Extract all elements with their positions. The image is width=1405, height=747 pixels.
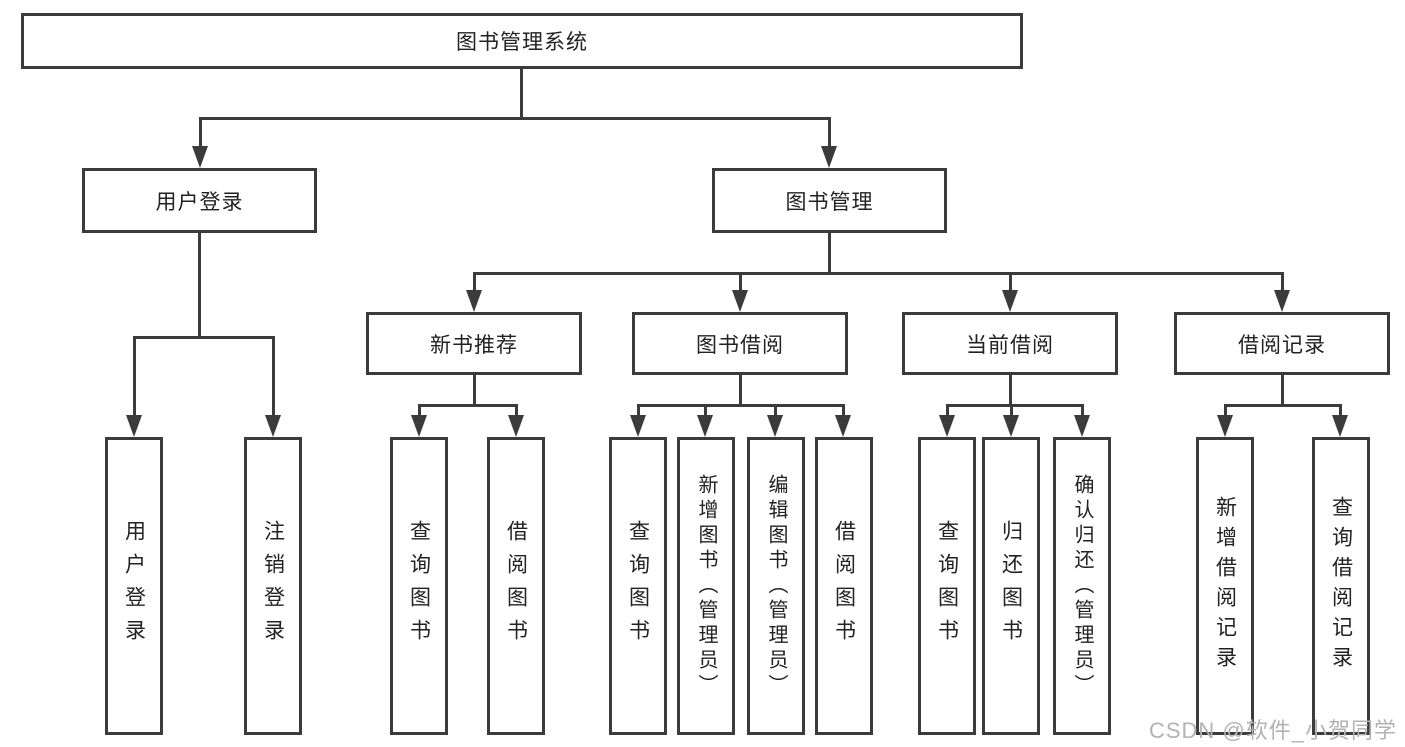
- connector-line: [946, 404, 949, 418]
- connector-arrow: [192, 146, 208, 168]
- connector-arrow: [466, 290, 482, 312]
- connector-arrow: [1332, 415, 1348, 437]
- node-leaf-query-borrow-record: 查询借阅记录: [1312, 437, 1370, 735]
- node-label: 确认归还（管理员）: [1071, 473, 1093, 699]
- connector-arrow: [835, 415, 851, 437]
- connector-line: [842, 404, 845, 418]
- connector-arrow: [697, 415, 713, 437]
- connector-line: [637, 404, 845, 407]
- node-root-label: 图书管理系统: [456, 31, 588, 54]
- connector-arrow: [126, 415, 142, 437]
- node-book-borrow: 图书借阅: [632, 312, 848, 375]
- connector-line: [828, 233, 831, 274]
- connector-line: [133, 336, 275, 339]
- connector-line: [1224, 404, 1227, 418]
- connector-line: [473, 272, 476, 292]
- node-label: 查询图书: [935, 520, 959, 652]
- connector-line: [520, 69, 523, 118]
- node-book-mgmt-label: 图书管理: [785, 190, 874, 214]
- connector-line: [828, 117, 831, 150]
- node-user-login: 用户登录: [82, 168, 317, 233]
- connector-arrow: [1003, 415, 1019, 437]
- node-book-mgmt: 图书管理: [712, 168, 947, 233]
- node-leaf-borrow-books-2: 借阅图书: [815, 437, 873, 735]
- node-label: 当前借阅: [966, 333, 1054, 357]
- connector-arrow: [939, 415, 955, 437]
- node-label: 借阅图书: [832, 520, 856, 652]
- node-leaf-query-books-3: 查询图书: [918, 437, 976, 735]
- connector-arrow: [411, 415, 427, 437]
- connector-arrow: [732, 290, 748, 312]
- node-label: 编辑图书（管理员）: [765, 473, 787, 699]
- connector-arrow: [508, 415, 524, 437]
- connector-arrow: [265, 415, 281, 437]
- node-label: 查询借阅记录: [1329, 496, 1353, 676]
- node-leaf-user-login: 用户登录: [105, 437, 163, 735]
- node-label: 借阅记录: [1238, 333, 1326, 357]
- node-leaf-edit-books-admin: 编辑图书（管理员）: [747, 437, 805, 735]
- node-current-borrow: 当前借阅: [902, 312, 1118, 375]
- connector-line: [1009, 375, 1012, 406]
- node-label: 查询图书: [407, 520, 431, 652]
- node-label: 图书借阅: [696, 333, 784, 357]
- connector-arrow: [630, 415, 646, 437]
- connector-line: [1281, 375, 1284, 406]
- node-label: 新增借阅记录: [1213, 496, 1237, 676]
- node-new-book-recommend: 新书推荐: [366, 312, 582, 375]
- node-root: 图书管理系统: [21, 13, 1023, 69]
- connector-line: [418, 404, 518, 407]
- node-label: 用户登录: [122, 520, 146, 652]
- connector-line: [946, 404, 1083, 407]
- connector-line: [272, 336, 275, 417]
- connector-line: [739, 272, 742, 292]
- node-label: 注销登录: [261, 520, 285, 652]
- connector-arrow: [767, 415, 783, 437]
- connector-line: [473, 375, 476, 406]
- connector-line: [418, 404, 421, 418]
- connector-line: [473, 272, 1284, 275]
- node-label: 查询图书: [626, 520, 650, 652]
- connector-line: [133, 336, 136, 417]
- node-leaf-add-borrow-record: 新增借阅记录: [1196, 437, 1254, 735]
- connector-line: [1010, 404, 1013, 418]
- connector-line: [515, 404, 518, 418]
- node-leaf-confirm-return-admin: 确认归还（管理员）: [1053, 437, 1111, 735]
- connector-line: [774, 404, 777, 418]
- connector-arrow: [1002, 290, 1018, 312]
- node-borrow-records: 借阅记录: [1174, 312, 1390, 375]
- node-leaf-logout: 注销登录: [244, 437, 302, 735]
- connector-line: [1224, 404, 1342, 407]
- connector-line: [198, 233, 201, 338]
- node-leaf-add-books-admin: 新增图书（管理员）: [677, 437, 735, 735]
- node-leaf-query-books-1: 查询图书: [390, 437, 448, 735]
- connector-line: [1339, 404, 1342, 418]
- node-label: 借阅图书: [504, 520, 528, 652]
- connector-arrow: [1217, 415, 1233, 437]
- connector-arrow: [1274, 290, 1290, 312]
- connector-line: [704, 404, 707, 418]
- connector-arrow: [1074, 415, 1090, 437]
- node-leaf-query-books-2: 查询图书: [609, 437, 667, 735]
- connector-arrow: [821, 146, 837, 168]
- node-leaf-return-books: 归还图书: [982, 437, 1040, 735]
- connector-line: [1081, 404, 1084, 418]
- connector-line: [739, 375, 742, 406]
- node-label: 新书推荐: [430, 333, 518, 357]
- node-leaf-borrow-books-1: 借阅图书: [487, 437, 545, 735]
- connector-line: [637, 404, 640, 418]
- connector-line: [1009, 272, 1012, 292]
- connector-line: [1281, 272, 1284, 292]
- connector-line: [199, 117, 202, 150]
- connector-line: [199, 117, 831, 120]
- node-user-login-label: 用户登录: [155, 190, 244, 214]
- node-label: 新增图书（管理员）: [695, 473, 717, 699]
- node-label: 归还图书: [999, 520, 1023, 652]
